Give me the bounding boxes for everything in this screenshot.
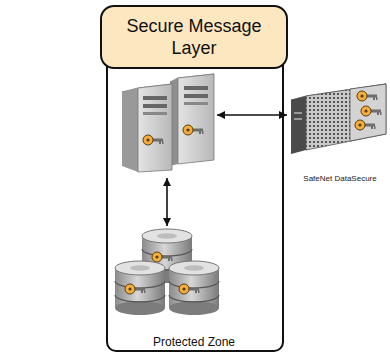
appliance-icon <box>350 84 386 141</box>
appliance-icon <box>355 120 376 130</box>
appliance-icon <box>294 118 302 120</box>
database-icon <box>115 229 219 315</box>
appliance-icon <box>357 91 378 101</box>
appliance-icon <box>291 84 386 154</box>
server-icon <box>143 96 167 100</box>
database-icon <box>115 261 165 315</box>
server-icon <box>138 84 172 172</box>
appliance-icon <box>294 112 302 114</box>
appliance-icon <box>361 106 382 116</box>
device-box: SafeNet DataSecure <box>287 80 390 184</box>
server-icon <box>122 74 214 172</box>
server-icon <box>184 94 208 98</box>
device-label: SafeNet DataSecure <box>287 174 390 184</box>
appliance-icon <box>291 96 306 154</box>
server-icon <box>183 125 204 135</box>
link-arrow <box>217 114 287 116</box>
server-icon <box>178 74 214 164</box>
zone-label: Protected Zone <box>100 335 288 352</box>
server-icon <box>143 104 167 108</box>
appliance-icon <box>306 84 386 150</box>
server-icon <box>184 102 208 105</box>
zone-box: Secure Message LayerProtected Zone <box>100 5 288 352</box>
server-icon <box>143 135 164 145</box>
server-icon <box>143 112 167 115</box>
zone-outline <box>106 40 284 352</box>
server-icon <box>184 86 208 90</box>
database-icon <box>169 261 219 315</box>
link-arrow <box>166 178 168 226</box>
layer-heading: Secure Message Layer <box>100 5 288 69</box>
server-icon <box>122 88 138 172</box>
